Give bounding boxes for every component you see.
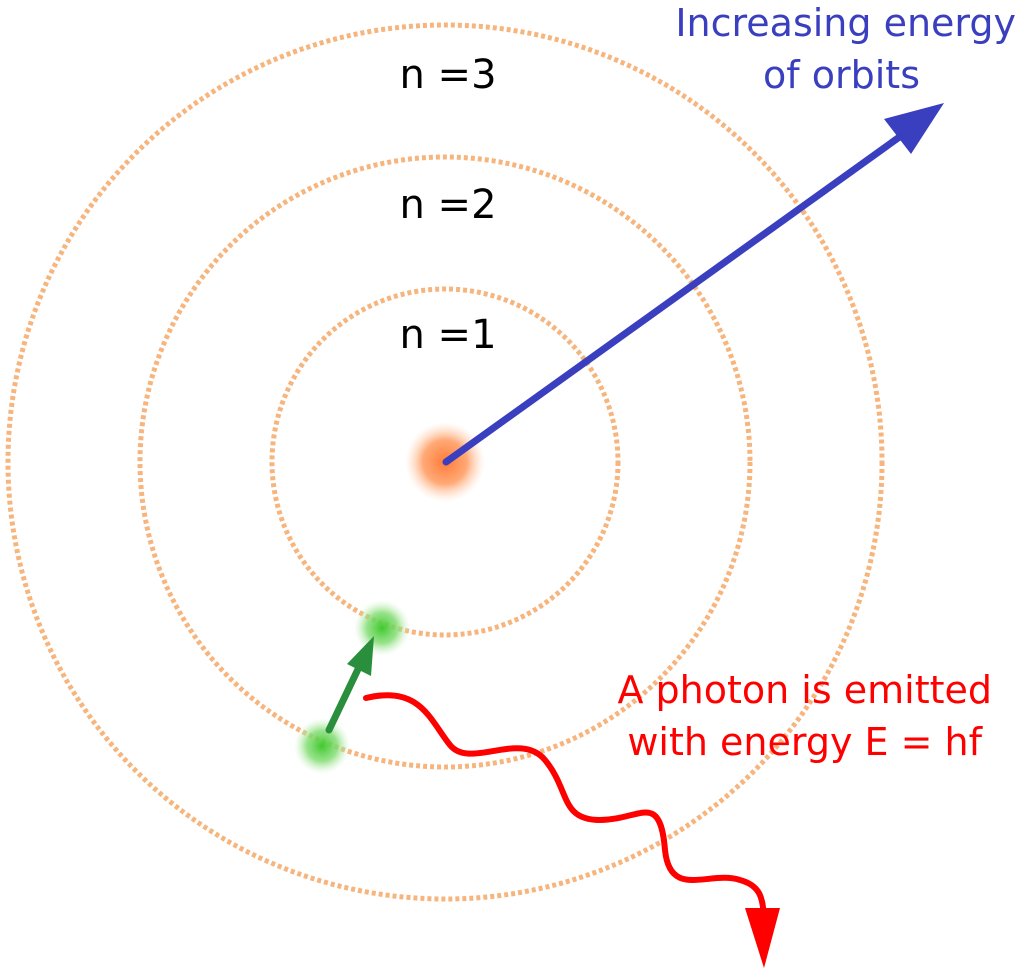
electron-final (354, 600, 410, 656)
orbit-n3 (5, 22, 885, 902)
orbit-n2 (137, 154, 753, 770)
energy-arrow-head (884, 103, 944, 154)
transition-arrow-shaft (325, 661, 364, 734)
energy-annotation-line1: Increasing energy (675, 1, 1016, 45)
photon-annotation-line2: with energy E = hf (627, 720, 983, 764)
orbit-label-n2: n =2 (399, 182, 496, 228)
orbit-label-n1: n =1 (399, 312, 496, 358)
transition-arrow-head (347, 636, 374, 676)
photon-annotation-line1: A photon is emitted (617, 668, 992, 712)
electron-initial (294, 718, 350, 774)
photon-arrow-head (745, 908, 780, 968)
energy-arrow-shaft (442, 124, 916, 466)
orbit-n1 (269, 286, 621, 638)
photon-wave (363, 692, 767, 918)
orbit-label-n3: n =3 (399, 52, 496, 98)
energy-annotation-line2: of orbits (763, 53, 920, 97)
